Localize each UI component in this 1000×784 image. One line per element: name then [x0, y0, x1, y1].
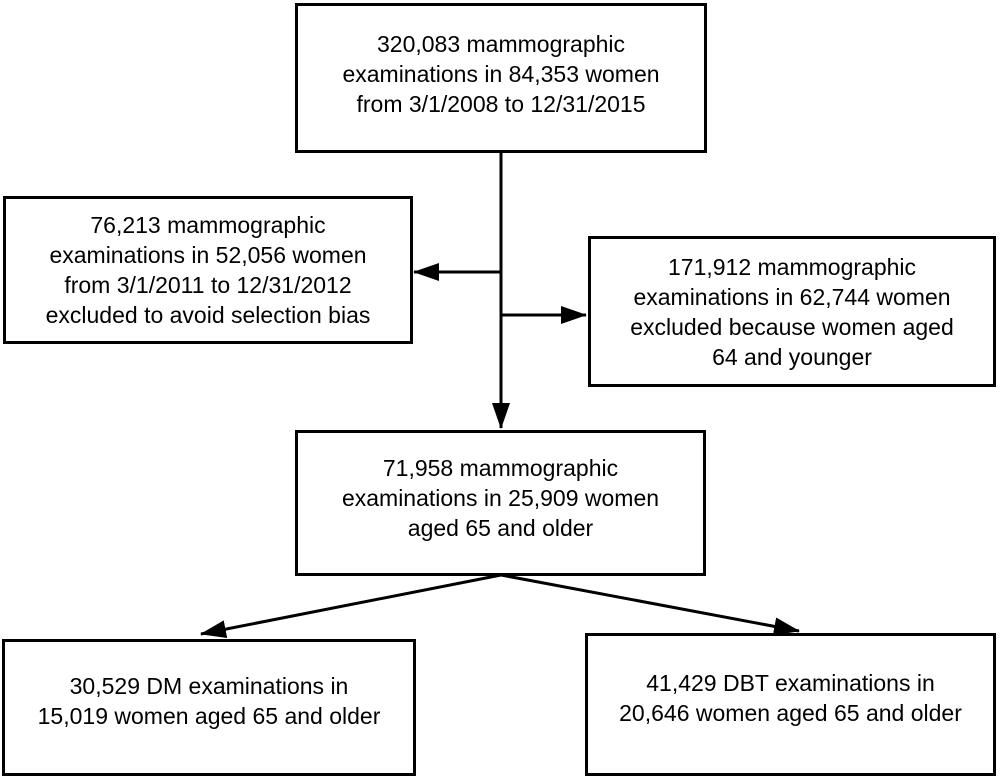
box-text-line: 20,646 women aged 65 and older: [619, 699, 962, 726]
flow-box-dbt: 41,429 DBT examinations in 20,646 women …: [585, 633, 996, 776]
box-text-line: 76,213 mammographic: [90, 212, 326, 238]
box-text-line: 320,083 mammographic: [376, 31, 626, 57]
box-text-line: examinations in 62,744 women: [633, 283, 951, 310]
flow-box-excluded-selection-bias: 76,213 mammographic examinations in 52,0…: [3, 196, 413, 344]
box-text-line: 41,429 DBT examinations in: [646, 669, 935, 696]
box-text-line: 15,019 women aged 65 and older: [37, 702, 381, 729]
flow-box-excluded-age: 171,912 mammographic examinations in 62,…: [588, 236, 996, 387]
box-text-line: excluded to avoid selection bias: [45, 302, 371, 328]
arrow-eligible-to-dbt: [500, 573, 801, 636]
box-text-line: examinations in 52,056 women: [49, 242, 367, 268]
box-text-line: 30,529 DM examinations in: [69, 672, 349, 699]
box-text-line: from 3/1/2011 to 12/31/2012: [64, 272, 352, 298]
box-text-line: 64 and younger: [712, 343, 872, 370]
box-text-line: examinations in 84,353 women: [342, 61, 660, 87]
flow-box-eligible: 71,958 mammographic examinations in 25,9…: [295, 430, 706, 576]
arrow-eligible-to-dm: [199, 573, 502, 639]
flow-box-source: 320,083 mammographic examinations in 84,…: [295, 3, 707, 153]
box-text-line: 71,958 mammographic: [382, 455, 619, 481]
box-text-line: aged 65 and older: [407, 515, 594, 541]
box-text-line: from 3/1/2008 to 12/31/2015: [356, 91, 646, 117]
flow-box-dm: 30,529 DM examinations in 15,019 women a…: [2, 639, 416, 776]
box-text-line: 171,912 mammographic: [667, 253, 917, 280]
box-text-line: excluded because women aged: [630, 313, 954, 340]
box-text-line: examinations in 25,909 women: [341, 485, 660, 511]
